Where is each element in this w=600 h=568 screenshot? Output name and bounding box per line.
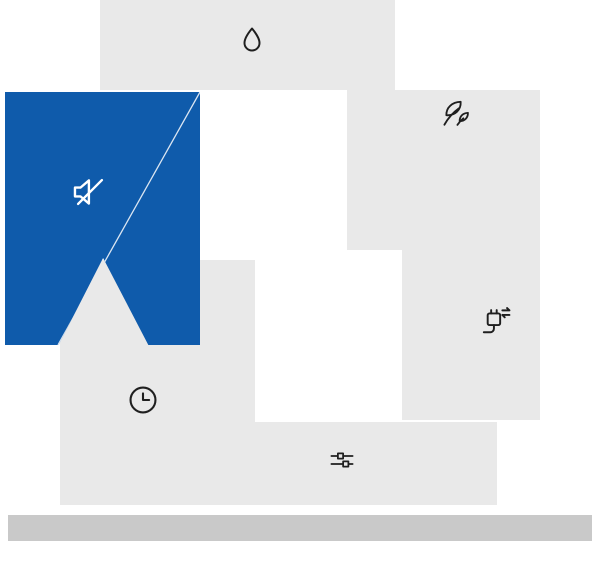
sliders-icon <box>327 445 357 475</box>
tile-eco[interactable] <box>347 90 540 250</box>
volume-mute-icon <box>68 170 112 214</box>
plug-swap-icon <box>478 304 514 340</box>
bottom-bar <box>8 515 592 541</box>
tile-settings[interactable] <box>200 422 497 505</box>
tile-power[interactable] <box>402 250 540 420</box>
droplet-icon <box>235 24 269 58</box>
clock-icon <box>125 382 161 418</box>
tile-water[interactable] <box>100 0 395 90</box>
leaf-icon <box>439 96 473 130</box>
